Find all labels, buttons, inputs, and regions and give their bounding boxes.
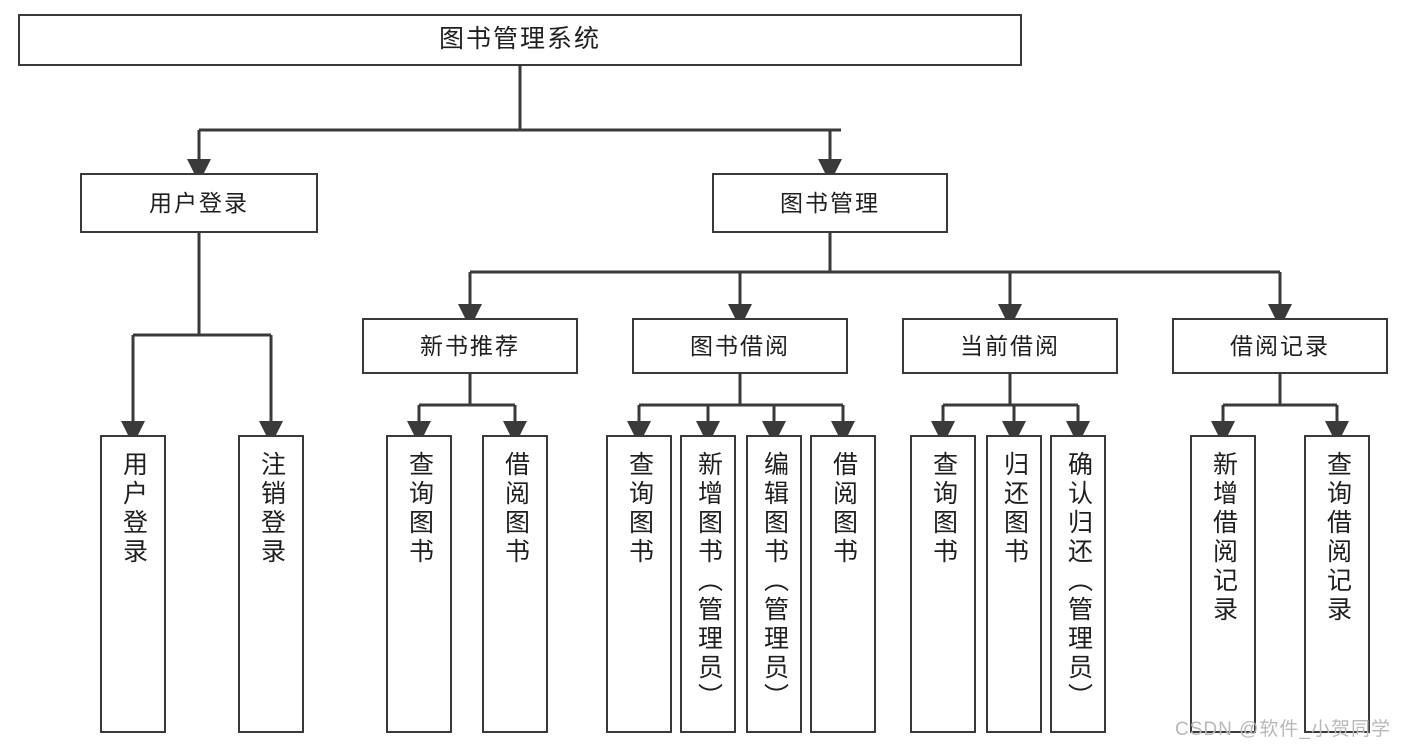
leaf-node-label: 借阅图书 [501,451,530,567]
leaf-node-label: 注销登录 [257,451,286,567]
leaf-node-label: 用户登录 [119,451,148,567]
leaf-node[interactable]: 借阅图书 [810,435,876,733]
leaf-node-label: 查询图书 [405,451,434,567]
node-borrow-record[interactable]: 借阅记录 [1172,318,1388,374]
leaf-node-label: 编辑图书（管理员） [760,451,789,712]
node-book-management-label: 图书管理 [780,189,880,216]
node-current-borrow-label: 当前借阅 [960,332,1060,359]
leaf-node[interactable]: 查询图书 [386,435,452,733]
leaf-node[interactable]: 注销登录 [238,435,304,733]
node-book-management[interactable]: 图书管理 [712,173,948,233]
leaf-node[interactable]: 查询图书 [606,435,672,733]
leaf-node[interactable]: 新增图书（管理员） [680,435,736,733]
leaf-node-label: 查询图书 [625,451,654,567]
node-user-login-label: 用户登录 [149,189,249,216]
leaf-node[interactable]: 查询图书 [910,435,976,733]
leaf-node[interactable]: 借阅图书 [482,435,548,733]
node-new-book-recommend[interactable]: 新书推荐 [362,318,578,374]
leaf-node-label: 查询图书 [929,451,958,567]
leaf-node[interactable]: 新增借阅记录 [1190,435,1256,733]
leaf-node[interactable]: 用户登录 [100,435,166,733]
node-root[interactable]: 图书管理系统 [18,14,1022,66]
node-book-borrow-label: 图书借阅 [690,332,790,359]
leaf-node-label: 查询借阅记录 [1323,451,1352,625]
csdn-watermark: CSDN @软件_小贺同学 [1175,719,1391,740]
leaf-node-label: 归还图书 [1000,451,1029,567]
node-new-book-recommend-label: 新书推荐 [420,332,520,359]
leaf-node-label: 确认归还（管理员） [1064,451,1093,712]
leaf-node[interactable]: 编辑图书（管理员） [746,435,802,733]
leaf-node-label: 借阅图书 [829,451,858,567]
node-current-borrow[interactable]: 当前借阅 [902,318,1118,374]
leaf-node-label: 新增图书（管理员） [694,451,723,712]
node-user-login[interactable]: 用户登录 [80,173,318,233]
node-book-borrow[interactable]: 图书借阅 [632,318,848,374]
leaf-node[interactable]: 查询借阅记录 [1304,435,1370,733]
leaf-node[interactable]: 确认归还（管理员） [1050,435,1106,733]
node-borrow-record-label: 借阅记录 [1230,332,1330,359]
node-root-label: 图书管理系统 [438,25,601,54]
leaf-node-label: 新增借阅记录 [1209,451,1238,625]
leaf-node[interactable]: 归还图书 [986,435,1042,733]
